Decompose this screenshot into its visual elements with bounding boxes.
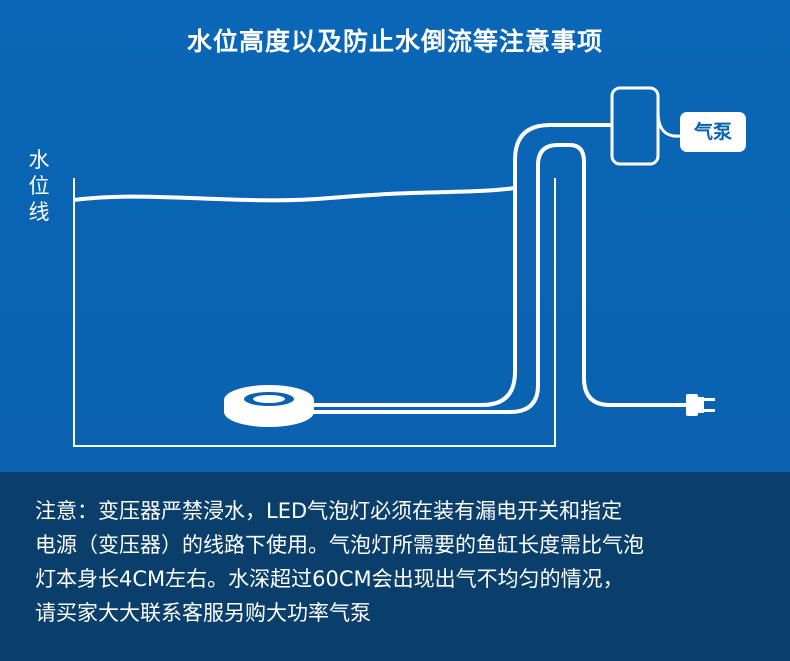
power-cable xyxy=(312,143,690,414)
diagram-title: 水位高度以及防止水倒流等注意事项 xyxy=(186,27,603,56)
water-level-line xyxy=(73,186,516,203)
notice-panel: 注意：变压器严禁浸水，LED气泡灯必须在装有漏电开关和指定 电源（变压器）的线路… xyxy=(0,472,790,661)
aquarium-diagram xyxy=(73,86,715,447)
power-plug-icon xyxy=(686,394,715,416)
notice-text: 注意：变压器严禁浸水，LED气泡灯必须在装有漏电开关和指定 电源（变压器）的线路… xyxy=(35,494,765,630)
diagram-panel: 水位高度以及防止水倒流等注意事项 xyxy=(0,0,790,472)
pump-tube xyxy=(656,111,681,138)
air-pump-box xyxy=(610,86,660,166)
notice-line: 请买家大大联系客服另购大功率气泵 xyxy=(35,601,371,625)
notice-line: 灯本身长4CM左右。水深超过60CM会出现出气不均匀的情况， xyxy=(35,567,624,591)
water-level-label: 水位线 xyxy=(28,148,50,224)
notice-line: 电源（变压器）的线路下使用。气泡灯所需要的鱼缸长度需比气泡 xyxy=(35,533,644,557)
air-hose-outer xyxy=(312,123,612,407)
notice-line: 注意：变压器严禁浸水，LED气泡灯必须在装有漏电开关和指定 xyxy=(35,499,623,523)
air-pump-label: 气泵 xyxy=(680,112,746,152)
bubble-disk-icon xyxy=(224,385,314,427)
tank-outline xyxy=(73,178,556,447)
